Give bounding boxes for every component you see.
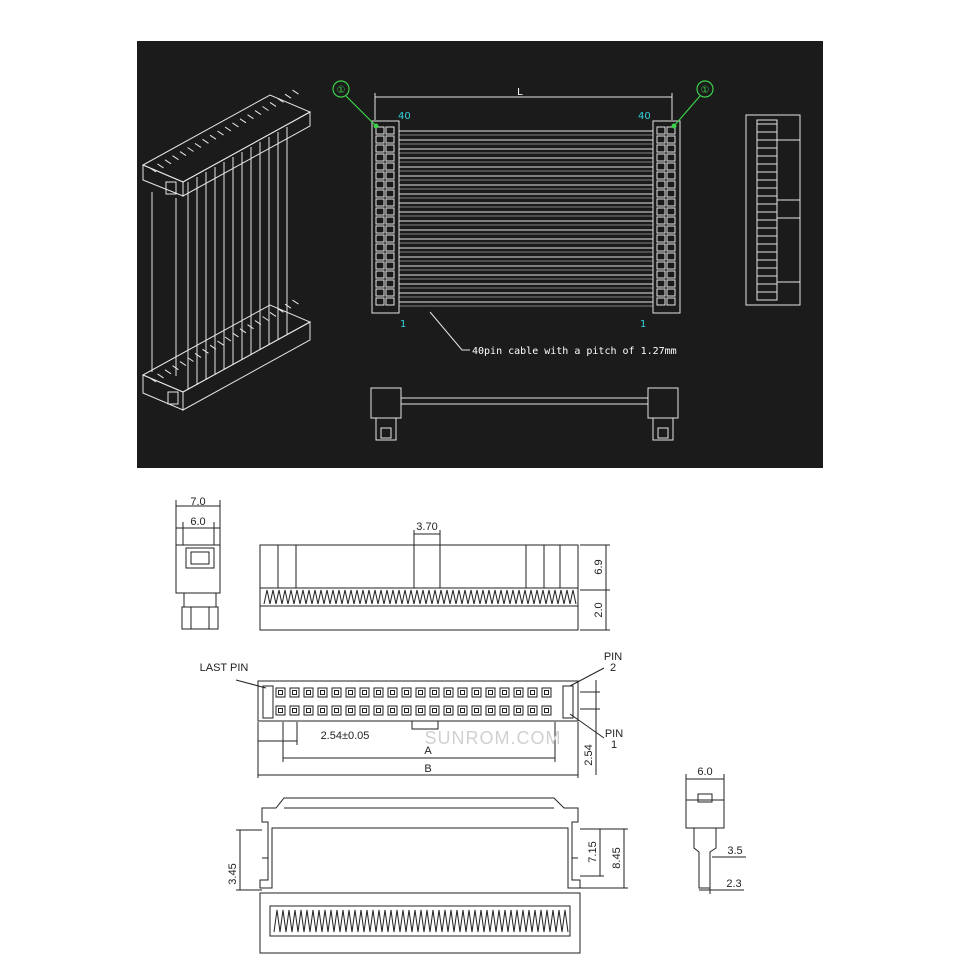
pin-two-num: 2 [610,662,616,674]
dim-b: B [424,763,431,775]
pin-two-label: PIN [604,651,622,663]
connector-3d-view [141,89,312,411]
pin-count-right: 40 [638,111,651,122]
pin-one-right: 1 [640,319,646,330]
last-pin-label: LAST PIN [200,662,249,674]
pin-one-label: PIN [605,728,623,740]
cable-front-view: L 40 40 1 1 ① ① 40pin cable with a pitch… [332,80,714,357]
marker-left: ① [337,85,346,96]
cable-profile-view [370,387,679,441]
connector-side-view [745,114,801,306]
latch-outer-dim: 8.45 [611,847,623,868]
side-dimension-view: 7.0 6.0 [175,496,221,630]
key-width: 3.70 [416,521,437,533]
base-height: 2.0 [593,602,605,617]
row-pitch: 2.54 [583,744,595,765]
pin-layout-view: LAST PIN PIN 2 PIN 1 2.54 2.54±0.05 A B … [200,651,623,778]
marker-right: ① [701,85,710,96]
length-label: L [517,87,523,98]
pin-one-left: 1 [400,319,406,330]
small-step: 3.5 [727,845,742,857]
small-side-view: 6.0 3.5 2.3 [685,766,746,894]
marker-circle-right [696,80,714,98]
latch-inner-dim: 7.15 [587,841,599,862]
marker-circle-left [332,80,350,98]
small-base: 2.3 [726,878,741,890]
connector-bottom-view [259,892,581,954]
small-width: 6.0 [697,766,712,778]
watermark: SUNROM.COM [425,728,562,748]
pin-count-left: 40 [398,111,411,122]
cable-note: 40pin cable with a pitch of 1.27mm [472,346,677,357]
connector-top-dimension-view: 3.70 6.9 2.0 [259,521,610,631]
pitch-dim: 2.54±0.05 [321,730,370,742]
dim-a: A [424,745,432,757]
side-width-inner: 6.0 [190,516,205,528]
body-height: 6.9 [593,559,605,574]
side-width-outer: 7.0 [190,496,205,508]
latch-dimension-view: 3.45 7.15 8.45 [227,797,628,891]
pin-one-num: 1 [611,739,617,751]
latch-left-dim: 3.45 [227,863,239,884]
